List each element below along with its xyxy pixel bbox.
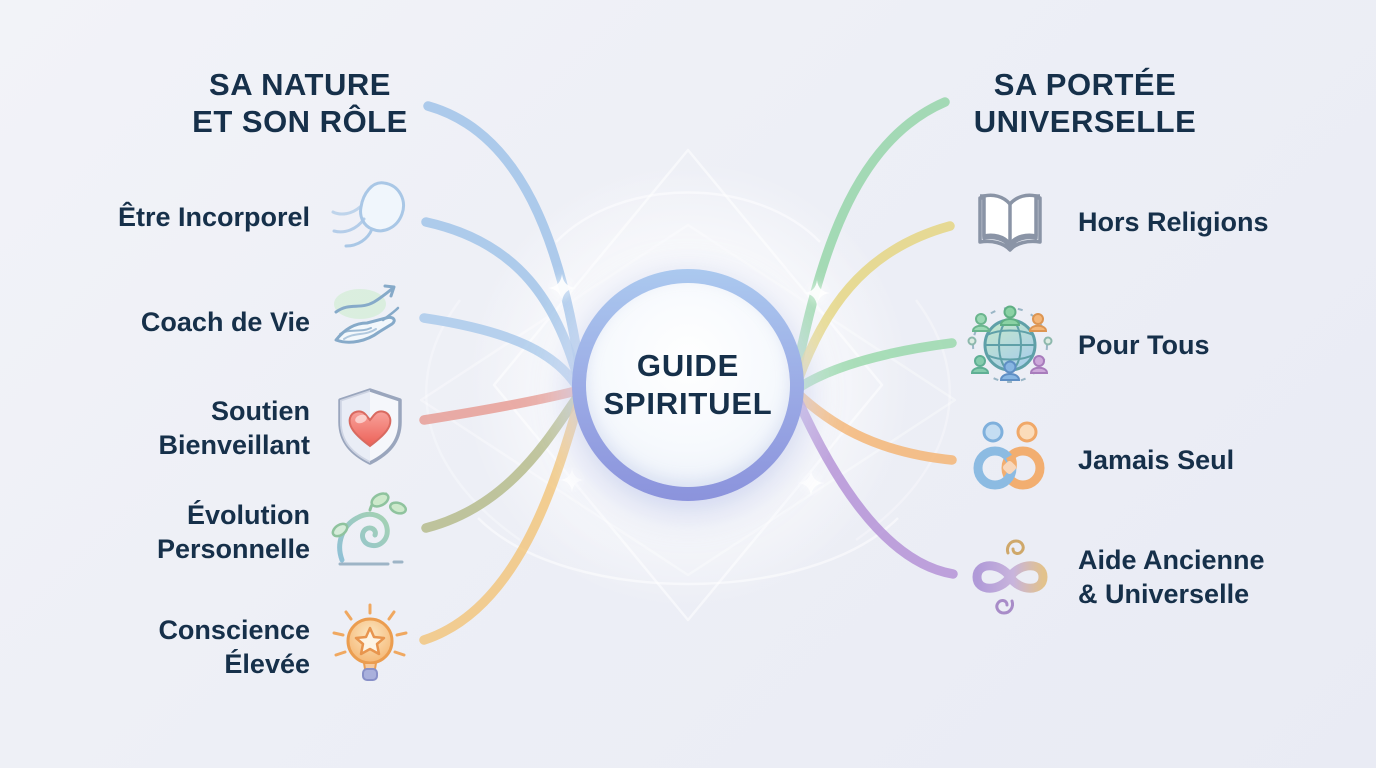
connector-etre-incorporel bbox=[421, 217, 585, 391]
right-item-pour-tous: Pour Tous bbox=[966, 301, 1210, 389]
left-item-evolution-personnelle: Évolution Personnelle bbox=[157, 488, 414, 576]
connector-conscience-elevee bbox=[419, 393, 585, 645]
item-label: Soutien Bienveillant bbox=[158, 396, 310, 460]
connector-pour-tous bbox=[792, 338, 957, 394]
center-title-line2: SPIRITUEL bbox=[603, 386, 773, 421]
left-item-conscience-elevee: Conscience Élevée bbox=[158, 603, 414, 691]
connector-aide-ancienne bbox=[791, 391, 958, 579]
left-item-coach-de-vie: Coach de Vie bbox=[141, 278, 414, 366]
item-label: Aide Ancienne & Universelle bbox=[1078, 545, 1265, 609]
infinity-spiral-icon bbox=[966, 533, 1054, 621]
item-label: Évolution Personnelle bbox=[156, 500, 310, 564]
hand-growth-icon bbox=[326, 278, 414, 366]
center-node-inner: GUIDE SPIRITUEL bbox=[586, 283, 790, 487]
sparkle-icon bbox=[548, 274, 576, 302]
center-node: GUIDE SPIRITUEL bbox=[572, 269, 804, 501]
item-label: Conscience Élevée bbox=[158, 615, 310, 679]
right-heading-line1: SA PORTÉE bbox=[993, 67, 1177, 102]
spiral-growth-icon bbox=[326, 488, 414, 576]
open-book-icon bbox=[966, 178, 1054, 266]
connector-jamais-seul bbox=[791, 387, 957, 465]
connector-right-heading bbox=[789, 97, 950, 389]
left-item-soutien-bienveillant: Soutien Bienveillant bbox=[158, 384, 414, 472]
left-heading-line2: ET SON RÔLE bbox=[192, 104, 408, 139]
connector-coach-de-vie bbox=[419, 313, 583, 393]
item-label: Coach de Vie bbox=[140, 307, 310, 337]
connector-left-heading bbox=[423, 101, 587, 389]
sparkle-icon bbox=[804, 280, 830, 306]
shield-heart-icon bbox=[326, 384, 414, 472]
connector-soutien-bienveillant bbox=[419, 386, 581, 425]
right-item-aide-ancienne: Aide Ancienne & Universelle bbox=[966, 533, 1265, 621]
lightbulb-star-icon bbox=[326, 603, 414, 691]
right-item-jamais-seul: Jamais Seul bbox=[966, 416, 1234, 504]
left-item-etre-incorporel: Être Incorporel bbox=[118, 173, 414, 261]
item-label: Pour Tous bbox=[1078, 330, 1210, 360]
item-label: Hors Religions bbox=[1078, 207, 1269, 237]
incorporeal-spirit-icon bbox=[326, 173, 414, 261]
left-heading-line1: SA NATURE bbox=[209, 67, 391, 102]
right-item-hors-religions: Hors Religions bbox=[966, 178, 1269, 266]
globe-people-icon bbox=[966, 301, 1054, 389]
right-branch-heading: SA PORTÉE UNIVERSELLE bbox=[885, 66, 1285, 140]
linked-people-icon bbox=[966, 416, 1054, 504]
right-heading-line2: UNIVERSELLE bbox=[973, 104, 1197, 139]
sparkle-icon bbox=[798, 470, 824, 496]
item-label: Jamais Seul bbox=[1078, 445, 1235, 475]
sparkle-icon bbox=[560, 468, 584, 492]
center-title-line1: GUIDE bbox=[636, 348, 740, 383]
connector-hors-religions bbox=[791, 221, 955, 391]
connector-evolution-personnelle bbox=[421, 391, 583, 533]
item-label: Être Incorporel bbox=[117, 202, 310, 232]
left-branch-heading: SA NATURE ET SON RÔLE bbox=[100, 66, 500, 140]
